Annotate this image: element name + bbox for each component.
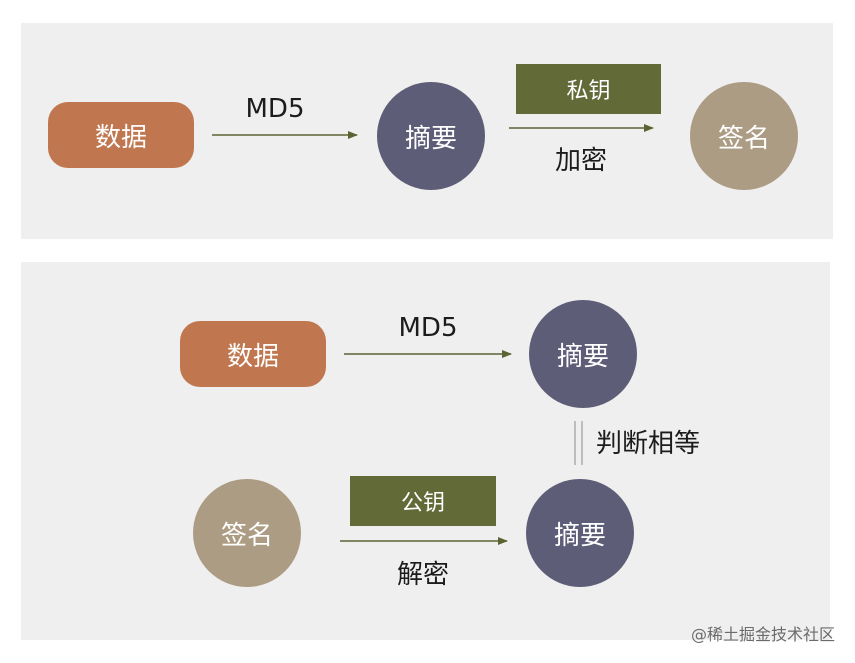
top-data-label: 数据 <box>94 122 147 153</box>
bottom-decrypted-digest-label: 摘要 <box>553 520 606 551</box>
top-digest-node: 摘要 <box>377 82 485 190</box>
public-key-label: 公钥 <box>400 491 445 516</box>
bottom-digest-label: 摘要 <box>556 341 609 372</box>
compare-label: 判断相等 <box>596 429 701 459</box>
top-signature-label: 签名 <box>717 123 770 154</box>
encrypt-label: 加密 <box>554 146 608 176</box>
bottom-md5-label: MD5 <box>398 313 458 343</box>
top-data-node: 数据 <box>48 102 194 168</box>
bottom-data-node: 数据 <box>180 321 326 387</box>
public-key-box: 公钥 <box>350 476 496 526</box>
bottom-signature-node: 签名 <box>193 479 301 587</box>
private-key-label: 私钥 <box>566 79 611 104</box>
top-md5-label: MD5 <box>245 94 305 124</box>
top-signature-node: 签名 <box>690 82 798 190</box>
verification-panel <box>21 262 830 640</box>
bottom-digest-node: 摘要 <box>529 300 637 408</box>
bottom-decrypted-digest-node: 摘要 <box>526 479 634 587</box>
bottom-signature-label: 签名 <box>220 520 273 551</box>
top-digest-label: 摘要 <box>404 123 457 154</box>
watermark: @稀土掘金技术社区 <box>690 625 835 644</box>
decrypt-label: 解密 <box>396 560 450 590</box>
private-key-box: 私钥 <box>516 64 661 114</box>
bottom-data-label: 数据 <box>226 341 279 372</box>
